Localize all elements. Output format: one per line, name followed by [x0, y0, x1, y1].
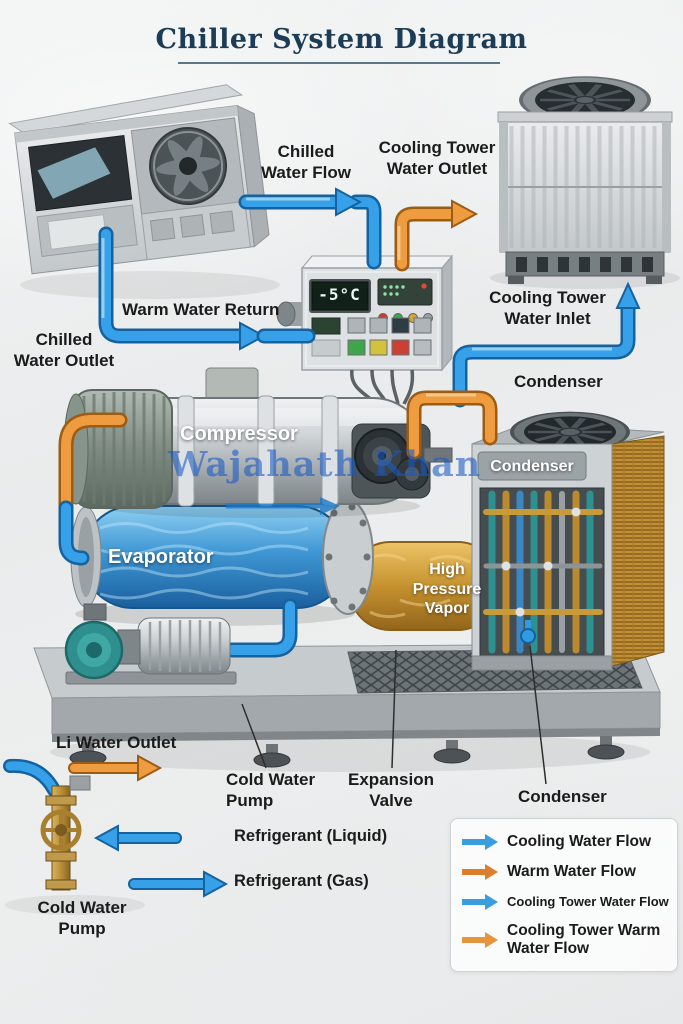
- label-refrigerant-liquid: Refrigerant (Liquid): [234, 827, 388, 845]
- condenser-name-plate: [477, 451, 587, 481]
- label-expansion-valve: Expansion Valve: [348, 770, 434, 810]
- watermark-arrow-icon: [226, 497, 340, 515]
- warm-water-return-pipe: [98, 226, 316, 351]
- compressor-motor: [63, 389, 173, 509]
- machine-feet: [69, 736, 625, 768]
- legend-label: Cooling Tower Water Flow: [507, 893, 669, 909]
- legend-item-cooling-tower-water-flow: Cooling Tower Water Flow: [461, 892, 669, 912]
- control-panel: [276, 254, 454, 405]
- expansion-valve-assembly: [3, 754, 229, 898]
- page-title: Chiller System Diagram: [155, 24, 528, 55]
- label-cooling-tower-water-inlet: Cooling Tower Water Inlet: [489, 288, 606, 328]
- hot-gas-pipe: [406, 390, 498, 460]
- label-warm-water-return: Warm Water Return: [122, 300, 280, 319]
- temperature-display: [311, 281, 369, 311]
- label-high-pressure-vapor: High Pressure Vapor: [412, 561, 482, 618]
- legend-label: Cooling Water Flow: [507, 833, 652, 851]
- pump-feed-pipe: [224, 598, 298, 658]
- flow-arrow-icon: [239, 321, 267, 351]
- left-side-pipes: [58, 412, 128, 566]
- temperature-display-value: -5°C: [318, 285, 361, 304]
- label-water-outlet: Li Water Outlet: [56, 733, 177, 752]
- flow-arrow-icon: [451, 199, 479, 229]
- cooling-tower: [497, 76, 673, 284]
- refrigerant-gas-arrow-icon: [128, 870, 229, 898]
- label-cold-water-pump-bottom: Cold Water Pump: [37, 898, 127, 938]
- panel-buttons: [347, 317, 432, 356]
- label-compressor: Compressor: [180, 423, 298, 445]
- cooling-tower-warm-water-flow-arrow-icon: [462, 931, 498, 948]
- legend-label: Warm Water Flow: [507, 863, 636, 881]
- refrigerant-liquid-arrow-icon: [93, 824, 182, 852]
- legend-item-warm-water-flow: Warm Water Flow: [461, 862, 667, 882]
- condenser-service-valve: [520, 620, 536, 644]
- label-cold-water-pump-mid: Cold Water Pump: [226, 770, 316, 810]
- legend-item-cooling-water-flow: Cooling Water Flow: [461, 832, 667, 852]
- label-chilled-water-flow: Chilled Water Flow: [260, 142, 352, 182]
- condenser-internal-tubes: [483, 490, 603, 654]
- label-evaporator: Evaporator: [108, 546, 214, 568]
- valve-handwheel-icon: [40, 809, 82, 851]
- title-underline: [178, 62, 500, 64]
- flange-bolts: [325, 503, 371, 611]
- ahu-fan-icon: [149, 127, 228, 206]
- label-cooling-tower-water-outlet: Cooling Tower Water Outlet: [378, 138, 496, 178]
- label-condenser-top: Condenser: [514, 372, 603, 391]
- legend-item-cooling-tower-warm-water-flow: Cooling Tower Warm Water Flow: [461, 922, 667, 958]
- compressor-assembly: [63, 367, 453, 518]
- cooling-tower-outlet-pipe: [394, 199, 479, 272]
- cooling-water-flow-arrow-icon: [462, 834, 498, 850]
- condenser-unit: [471, 411, 665, 671]
- cold-water-pump-unit: [64, 603, 237, 685]
- label-condenser-plate: Condenser: [490, 458, 574, 475]
- air-handling-unit: [8, 84, 270, 275]
- condenser-fan-icon: [510, 411, 630, 453]
- label-chilled-water-outlet: Chilled Water Outlet: [13, 330, 115, 370]
- cooling-tower-inlet-pipe: [452, 281, 641, 408]
- flow-arrow-icon: [615, 281, 641, 309]
- flow-arrow-icon: [335, 187, 363, 217]
- legend-label: Cooling Tower Warm Water Flow: [507, 922, 661, 957]
- warm-water-flow-arrow-icon: [462, 864, 498, 880]
- leader-lines: [241, 645, 547, 785]
- chilled-water-flow-pipe: [238, 187, 382, 270]
- label-refrigerant-gas: Refrigerant (Gas): [234, 872, 369, 890]
- cooling-tower-water-flow-arrow-icon: [462, 894, 498, 910]
- legend: Cooling Water Flow Warm Water Flow Cooli…: [450, 818, 678, 972]
- label-condenser-bottom: Condenser: [518, 787, 607, 806]
- warm-out-arrow-icon: [68, 754, 163, 782]
- watermark: Wajahath Khan: [168, 444, 482, 485]
